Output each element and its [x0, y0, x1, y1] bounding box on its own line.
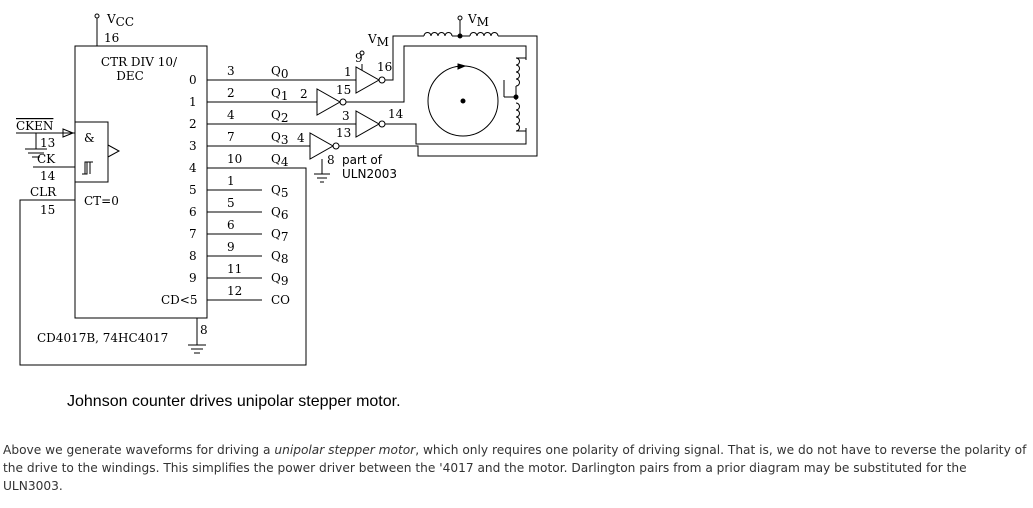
rotation-arrow-icon	[457, 63, 467, 70]
winding-b-coil	[469, 32, 499, 37]
vcc-label: VCC	[106, 12, 134, 29]
output-index-4: 4	[189, 161, 197, 175]
output-label-10: CO	[271, 293, 290, 307]
output-pin-0: 3	[227, 64, 235, 78]
output-label-9: Q9	[271, 271, 288, 288]
buffer-4-input-pin: 4	[297, 131, 305, 145]
buffer-ground-pin: 8	[327, 153, 335, 167]
buffer-1-triangle	[355, 66, 381, 94]
output-pin-5: 1	[227, 174, 235, 188]
output-label-4: Q4	[271, 152, 289, 169]
winding-a-coil	[423, 32, 453, 37]
buffer-3-input-pin: 3	[342, 109, 350, 123]
output-index-1: 1	[189, 95, 197, 109]
ck-label: CK	[37, 152, 56, 166]
buffer-1-output-pin: 16	[377, 60, 392, 74]
buffer-part-line1: part of	[342, 153, 383, 167]
output-label-6: Q6	[271, 205, 288, 222]
winding-c-coil	[515, 57, 520, 87]
buffer-4-output-pin: 13	[336, 126, 351, 140]
output-pin-4: 10	[227, 152, 242, 166]
output-label-3: Q3	[271, 130, 288, 147]
vcc-pin-number: 16	[104, 31, 119, 45]
output-pin-1: 2	[227, 86, 235, 100]
output-pin-2: 4	[227, 108, 235, 122]
output-label-1: Q1	[271, 86, 288, 103]
buffer-part-line2: ULN2003	[342, 167, 397, 181]
output-index-3: 3	[189, 139, 197, 153]
output-index-2: 2	[189, 117, 197, 131]
paragraph-emphasis: unipolar stepper motor	[274, 443, 416, 457]
output-label-5: Q5	[271, 183, 288, 200]
vcc-supply: VCC 16	[94, 12, 134, 46]
buffer-3-output-pin: 14	[388, 107, 404, 121]
motor-vm-label: VM	[467, 12, 489, 29]
output-pin-7: 6	[227, 218, 235, 232]
schmitt-trigger-symbol	[82, 161, 93, 175]
chip-ground-pin-number: 8	[200, 323, 208, 337]
figure-caption: Johnson counter drives unipolar stepper …	[67, 393, 401, 410]
clr-label: CLR	[30, 185, 57, 199]
output-pin-9: 11	[227, 262, 242, 276]
schematic-diagram: VCC 16 CTR DIV 10/ DEC & CT=0 CD<5 CD401…	[16, 12, 538, 366]
buffer-1-input-pin: 1	[344, 65, 352, 79]
output-index-7: 7	[189, 227, 197, 241]
driver-and-motor: 1 16 2 15 3 14 4 13 VM 9 VM	[262, 12, 538, 183]
cken-pin-number: 13	[40, 136, 55, 150]
chip-header-line2: DEC	[116, 69, 144, 83]
cken-label: CKEN	[16, 119, 53, 133]
output-index-5: 5	[189, 183, 197, 197]
output-index-0: 0	[189, 73, 197, 87]
and-symbol: &	[84, 131, 95, 145]
output-index-8: 8	[189, 249, 197, 263]
clr-pin-number: 15	[40, 203, 55, 217]
clock-edge-symbol	[107, 144, 121, 158]
chip-part-number: CD4017B, 74HC4017	[37, 331, 168, 345]
input-pins: CKEN 13 CK 14 CLR 15	[16, 119, 307, 366]
winding-d-coil	[515, 102, 520, 132]
buffer-vm-label: VM	[367, 32, 389, 49]
ck-pin-number: 14	[40, 169, 56, 183]
output-label-7: Q7	[271, 227, 288, 244]
output-index-6: 6	[189, 205, 197, 219]
output-pin-6: 5	[227, 196, 235, 210]
buffer-4-triangle	[309, 132, 335, 160]
paragraph-text-start: Above we generate waveforms for driving …	[3, 443, 275, 457]
output-pin-8: 9	[227, 240, 235, 254]
motor-vm-terminal	[457, 15, 463, 21]
cken-inversion-mark	[62, 128, 75, 138]
cd-less-than-5-label: CD<5	[161, 293, 198, 307]
buffer-vm-pin: 9	[355, 51, 363, 65]
ct-zero-label: CT=0	[84, 194, 119, 208]
buffer-2-triangle	[316, 88, 342, 116]
buffer-2-output-pin: 15	[336, 83, 351, 97]
output-pin-10: 12	[227, 284, 242, 298]
chip-header-line1: CTR DIV 10/	[101, 55, 178, 69]
output-label-2: Q2	[271, 108, 288, 125]
output-label-8: Q8	[271, 249, 288, 266]
buffer-2-input-pin: 2	[300, 87, 308, 101]
chip-ground: 8	[188, 318, 208, 354]
counter-chip: CTR DIV 10/ DEC & CT=0 CD<5 CD4017B, 74H…	[37, 45, 208, 345]
buffer-3-triangle	[355, 110, 381, 138]
paragraph-text-end: , which only requires one polarity of dr…	[3, 443, 1027, 493]
body-paragraph: Above we generate waveforms for driving …	[3, 441, 1028, 495]
output-pin-3: 7	[227, 130, 235, 144]
output-index-9: 9	[189, 271, 197, 285]
motor-center-dot	[460, 98, 466, 104]
output-label-0: Q0	[271, 64, 288, 81]
